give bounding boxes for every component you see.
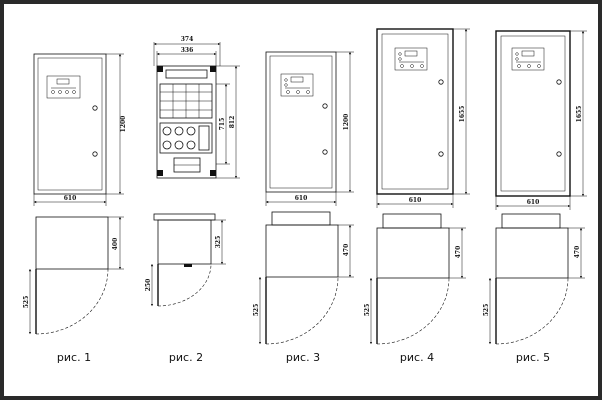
figure-4: 610 1655 470 525 рис. 4 [364,28,470,364]
fig3-lock-top-icon [322,103,328,109]
fig2-front-view [156,65,217,179]
fig3-caption: рис. 3 [286,351,320,364]
fig5-side-depth-label: 470 [574,246,581,259]
fig3-front-height-label: 1200 [343,114,350,131]
fig2-caption: рис. 2 [169,351,203,364]
fig5-control-panel [511,47,545,71]
fig3-control-panel [280,73,314,97]
figure-3: 610 1200 470 525 рис. 3 [253,51,354,364]
fig4-front-width-label: 610 [409,197,422,204]
fig4-side-view [376,213,450,345]
fig2-side-depth-label: 325 [215,236,222,249]
fig3-lock-bottom-icon [322,149,328,155]
fig1-front-view [33,53,107,195]
fig2-inner-width-label: 336 [181,47,194,54]
fig2-outer-height-label: 812 [229,116,236,129]
fig5-caption: рис. 5 [516,351,550,364]
fig1-lock-top-icon [92,105,98,111]
figure-1: 610 1200 400 525 рис. 1 [23,53,127,364]
fig4-caption: рис. 4 [400,351,434,364]
fig5-front-width-label: 610 [527,199,540,206]
fig4-front-height-label: 1655 [459,106,466,123]
technical-drawing: 610 1200 400 525 рис. 1 374 336 [23,28,587,364]
fig3-front-width-label: 610 [295,195,308,202]
fig1-door-swing-label: 525 [23,296,30,309]
fig2-inner-height-label: 715 [219,118,226,131]
fig3-side-view [265,211,339,345]
fig4-lock-bottom-icon [438,151,444,157]
fig1-front-width-label: 610 [64,195,77,202]
fig4-front-view [376,28,454,195]
fig1-control-panel [46,75,81,99]
fig1-lock-bottom-icon [92,151,98,157]
fig5-front-view [495,30,571,197]
fig5-lock-top-icon [556,79,562,85]
fig4-door-swing-label: 525 [364,304,371,317]
fig4-control-panel [394,47,428,71]
fig2-side-view [153,213,216,307]
figure-2: 374 336 7 [145,36,240,364]
fig1-front-height-label: 1200 [120,116,127,133]
fig3-door-swing-label: 525 [253,304,260,317]
figure-5: 610 1655 470 525 рис. 5 [483,30,587,364]
fig5-lock-bottom-icon [556,151,562,157]
fig1-side-view [35,216,109,335]
fig1-side-depth-label: 400 [112,238,119,251]
fig1-caption: рис. 1 [57,351,91,364]
fig2-outer-width-label: 374 [181,36,194,43]
fig5-front-height-label: 1655 [576,106,583,123]
fig4-lock-top-icon [438,79,444,85]
fig5-door-swing-label: 525 [483,304,490,317]
fig4-side-depth-label: 470 [455,246,462,259]
fig3-front-view [265,51,337,193]
fig2-door-swing-label: 250 [145,279,152,292]
fig3-side-depth-label: 470 [343,244,350,257]
fig5-side-view [495,213,569,345]
